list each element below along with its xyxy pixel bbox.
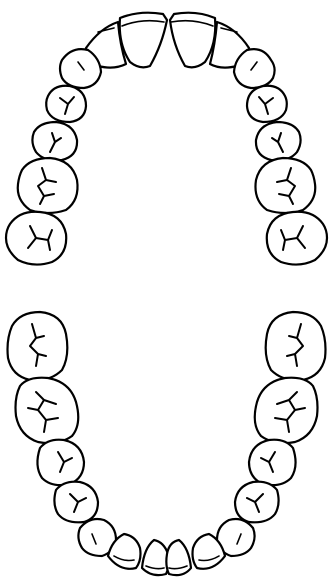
upper-first-premolar-right xyxy=(245,84,288,124)
upper-first-molar-left xyxy=(16,156,79,215)
lower-second-molar-left xyxy=(6,310,69,382)
upper-first-molar-right xyxy=(254,156,317,215)
lower-second-premolar-left xyxy=(36,438,86,487)
lower-central-incisor-left xyxy=(140,538,170,577)
lower-second-premolar-right xyxy=(247,438,297,487)
lower-first-molar-left xyxy=(14,376,80,445)
upper-canine-right xyxy=(232,48,276,90)
upper-arch xyxy=(4,11,329,266)
upper-canine-left xyxy=(58,48,103,90)
upper-central-incisor-left xyxy=(118,11,169,69)
lower-first-premolar-right xyxy=(233,480,280,524)
upper-first-premolar-left xyxy=(45,84,88,124)
lower-central-incisor-right xyxy=(165,538,193,577)
lower-second-molar-right xyxy=(264,310,327,382)
upper-central-incisor-right xyxy=(168,11,217,69)
lower-arch xyxy=(6,310,327,577)
lower-first-premolar-left xyxy=(53,480,100,524)
lower-first-molar-right xyxy=(253,376,319,445)
